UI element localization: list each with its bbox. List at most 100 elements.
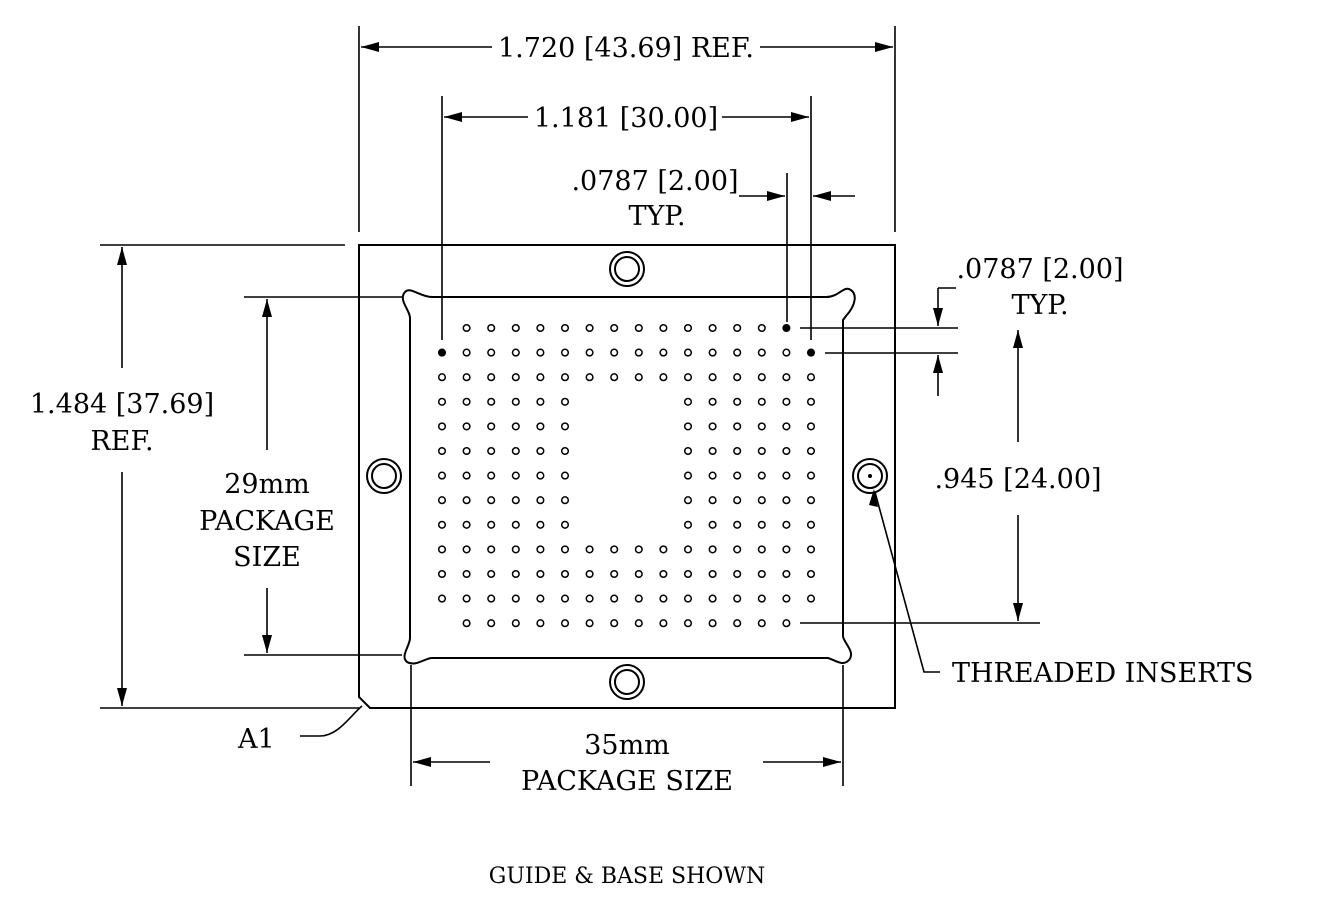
guide-cavity-outline <box>401 287 856 665</box>
solder-ball <box>511 569 520 579</box>
callout-a1-text: A1 <box>237 724 275 755</box>
solder-ball <box>757 471 766 480</box>
solder-ball <box>806 446 816 456</box>
solder-ball <box>560 545 570 554</box>
solder-ball <box>511 545 520 554</box>
dim-pitch-y-text-2: TYP. <box>1011 290 1068 321</box>
solder-ball <box>757 569 766 579</box>
dim-span-y: .945 [24.00] <box>800 330 1102 624</box>
solder-ball <box>487 594 496 603</box>
solder-ball <box>708 397 717 406</box>
solder-ball <box>757 520 766 529</box>
solder-ball <box>634 545 643 554</box>
solder-ball <box>487 619 496 628</box>
solder-ball <box>560 373 570 382</box>
solder-ball <box>610 619 619 628</box>
solder-ball <box>437 594 447 603</box>
solder-ball <box>757 323 766 333</box>
solder-ball <box>708 594 717 603</box>
solder-ball <box>683 569 693 579</box>
solder-ball <box>585 569 594 579</box>
dim-overall-width: 1.720 [43.69] REF. <box>358 26 896 232</box>
solder-ball <box>683 619 693 628</box>
solder-ball <box>733 471 742 480</box>
dim-span-y-text: .945 [24.00] <box>934 464 1101 495</box>
solder-ball <box>487 471 496 480</box>
dim-package-29-text-1: 29mm <box>224 469 310 500</box>
solder-ball <box>437 348 447 357</box>
solder-ball <box>511 496 520 505</box>
solder-ball <box>511 397 520 406</box>
solder-ball <box>462 520 471 529</box>
solder-ball <box>536 619 545 628</box>
solder-ball <box>536 446 545 456</box>
solder-ball <box>560 619 570 628</box>
solder-ball <box>462 545 471 554</box>
solder-ball <box>757 422 766 431</box>
dim-pitch-x: .0787 [2.00] TYP. <box>571 166 855 322</box>
solder-ball <box>806 471 816 480</box>
solder-ball <box>659 619 668 628</box>
solder-ball <box>610 569 619 579</box>
solder-ball <box>560 422 570 431</box>
solder-ball <box>782 323 791 333</box>
solder-ball <box>659 594 668 603</box>
solder-ball <box>511 373 520 382</box>
solder-ball <box>462 446 471 456</box>
dim-pitch-span: 1.181 [30.00] <box>441 96 812 340</box>
solder-ball <box>683 422 693 431</box>
solder-ball <box>733 373 742 382</box>
solder-ball <box>733 446 742 456</box>
solder-ball <box>683 323 693 333</box>
solder-ball <box>536 594 545 603</box>
solder-ball <box>683 496 693 505</box>
solder-ball <box>511 422 520 431</box>
solder-ball <box>733 348 742 357</box>
callout-threaded-inserts-text: THREADED INSERTS <box>952 658 1254 689</box>
solder-ball <box>708 471 717 480</box>
solder-ball <box>733 520 742 529</box>
solder-ball <box>462 422 471 431</box>
solder-ball <box>708 545 717 554</box>
solder-ball <box>782 422 791 431</box>
solder-ball <box>437 422 447 431</box>
solder-ball <box>487 496 496 505</box>
solder-ball <box>683 520 693 529</box>
solder-ball <box>437 397 447 406</box>
solder-ball <box>757 397 766 406</box>
solder-ball <box>487 545 496 554</box>
solder-ball <box>782 569 791 579</box>
dim-package-29-text-3: SIZE <box>233 542 301 573</box>
solder-ball <box>757 373 766 382</box>
solder-ball <box>733 397 742 406</box>
solder-ball <box>585 545 594 554</box>
solder-ball <box>683 373 693 382</box>
solder-ball <box>437 520 447 529</box>
solder-ball <box>782 471 791 480</box>
solder-ball <box>536 422 545 431</box>
guide-hole-bottom <box>609 664 645 700</box>
solder-ball <box>708 446 717 456</box>
solder-ball <box>634 594 643 603</box>
solder-ball <box>634 323 643 333</box>
solder-ball <box>782 348 791 357</box>
solder-ball <box>487 569 496 579</box>
solder-ball <box>708 373 717 382</box>
solder-ball <box>683 397 693 406</box>
solder-ball <box>806 594 816 603</box>
solder-ball <box>733 323 742 333</box>
solder-ball <box>536 323 545 333</box>
solder-ball <box>437 373 447 382</box>
solder-ball <box>683 471 693 480</box>
solder-ball <box>683 348 693 357</box>
solder-ball <box>560 323 570 333</box>
threaded-insert-right <box>852 458 888 494</box>
solder-ball <box>708 520 717 529</box>
solder-ball <box>511 446 520 456</box>
solder-ball <box>437 471 447 480</box>
solder-ball <box>757 348 766 357</box>
solder-ball <box>560 520 570 529</box>
solder-ball <box>782 373 791 382</box>
solder-ball <box>560 594 570 603</box>
solder-ball <box>733 545 742 554</box>
